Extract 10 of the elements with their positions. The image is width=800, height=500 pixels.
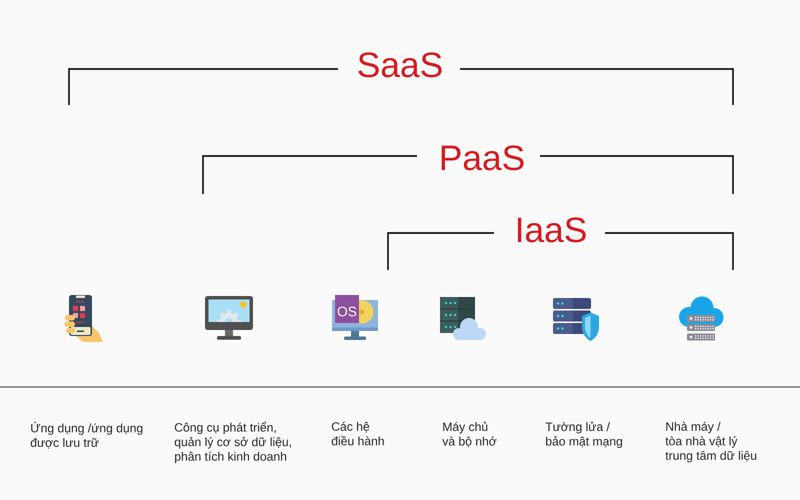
bracket-label: SaaS: [358, 52, 442, 78]
icon-caption: Nhà máy / tòa nhà vật lý trung tâm dữ liệu: [665, 422, 756, 462]
icon-text: OS: [338, 306, 356, 316]
bracket-label: IaaS: [518, 217, 586, 242]
bracket-label: PaaS: [442, 145, 524, 170]
icon-caption: Tường lửa / bảo mật mạng: [546, 422, 622, 448]
icon-caption: Máy chủ và bộ nhớ: [442, 422, 496, 448]
icon-caption: Công cụ phát triển, quản lý cơ sở dữ liệu, phân tích kinh doanh: [174, 422, 291, 464]
icon-caption: Các hệ điều hành: [332, 422, 384, 446]
icon-caption: Ứng dụng /ứng dụng được lưu trữ: [30, 422, 142, 449]
